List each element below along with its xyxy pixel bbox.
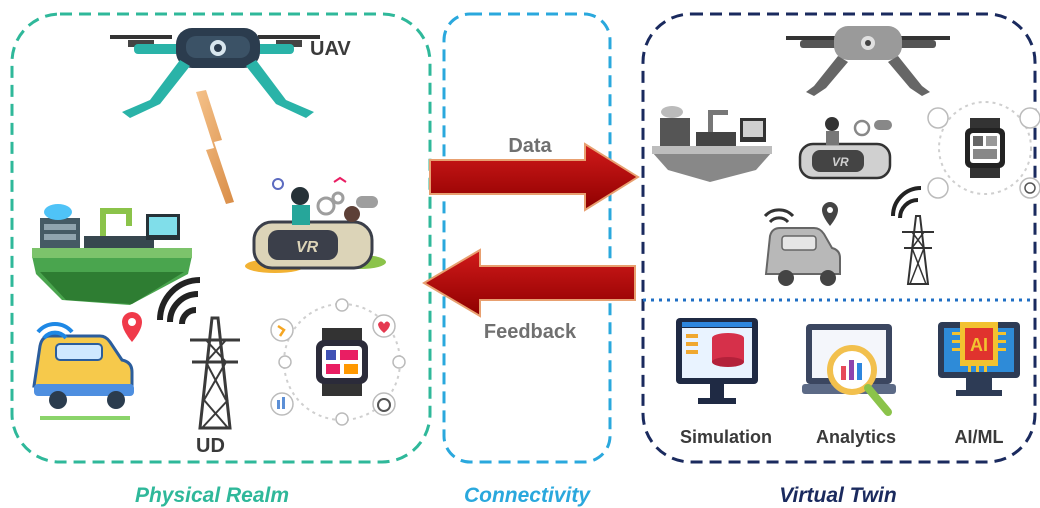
data-arrow: Data bbox=[429, 135, 640, 212]
vr-headset-icon: VR bbox=[245, 176, 386, 273]
transmission-tower-icon bbox=[157, 277, 240, 430]
virtual-vr-headset-icon: VR bbox=[798, 117, 892, 180]
ai-ml-label: AI/ML bbox=[955, 427, 1004, 447]
uav-drone-icon bbox=[110, 28, 320, 118]
physical-realm-title: Physical Realm bbox=[135, 484, 289, 507]
ud-label: UD bbox=[196, 435, 225, 457]
physical-realm-panel bbox=[10, 12, 432, 464]
ai-chip-icon: AI bbox=[938, 322, 1020, 396]
virtual-smartwatch-icon bbox=[927, 101, 1040, 199]
connectivity-panel bbox=[442, 12, 612, 464]
virtual-factory-icon bbox=[652, 106, 772, 182]
connected-car-icon bbox=[32, 312, 142, 420]
virtual-tower-icon bbox=[891, 186, 934, 285]
virtual-car-icon bbox=[763, 202, 841, 286]
virtual-uav-drone-icon bbox=[786, 26, 950, 96]
data-arrow-label: Data bbox=[508, 135, 552, 157]
analytics-icon bbox=[802, 324, 896, 416]
feedback-arrow-label: Feedback bbox=[484, 321, 577, 343]
wireless-link-icon bbox=[196, 90, 234, 204]
ai-chip-text: AI bbox=[970, 335, 988, 355]
feedback-arrow: Feedback bbox=[422, 248, 636, 343]
svg-text:VR: VR bbox=[296, 239, 319, 256]
smartwatch-health-icon bbox=[270, 298, 406, 426]
svg-text:VR: VR bbox=[832, 155, 849, 169]
analytics-label: Analytics bbox=[816, 427, 896, 447]
uav-label: UAV bbox=[310, 38, 351, 60]
virtual-twin-title: Virtual Twin bbox=[779, 484, 896, 507]
factory-island-icon bbox=[32, 204, 192, 305]
simulation-label: Simulation bbox=[680, 427, 772, 447]
simulation-icon bbox=[676, 318, 758, 404]
connectivity-title: Connectivity bbox=[464, 484, 591, 507]
